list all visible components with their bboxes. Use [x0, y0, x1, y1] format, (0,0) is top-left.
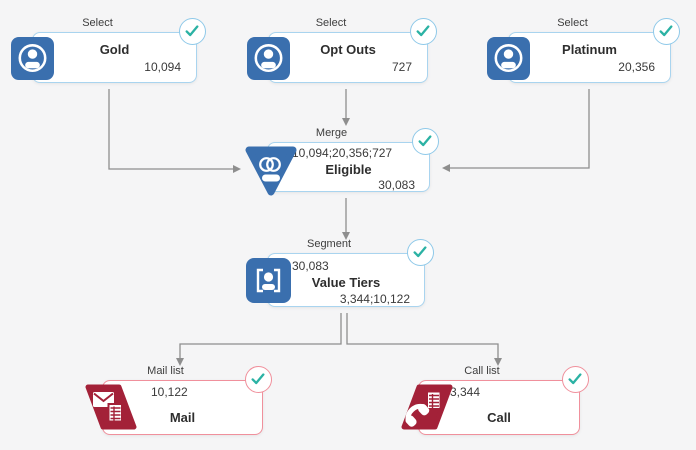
node-type-label: Segment: [306, 238, 352, 250]
node-box[interactable]: Platinum 20,356: [508, 32, 671, 83]
node-eligible[interactable]: Merge 10,094;20,356;727 Eligible 30,083: [245, 127, 439, 196]
node-output-counts: 3,344;10,122: [339, 292, 410, 306]
node-output-count: 20,356: [618, 60, 655, 74]
node-input-count: 30,083: [292, 259, 329, 273]
node-gold[interactable]: Select Gold 10,094: [11, 17, 206, 83]
connector-gold-to-eligible: [108, 89, 233, 170]
node-platinum[interactable]: Select Platinum 20,356: [487, 17, 680, 83]
node-output-count: 727: [391, 60, 412, 74]
success-check-icon: [412, 128, 439, 155]
connector-valuetiers-to-mail: [179, 313, 342, 358]
node-type-label: Call list: [464, 365, 500, 377]
success-check-icon: [179, 18, 206, 45]
node-title: Mail: [169, 409, 196, 425]
success-check-icon: [562, 366, 589, 393]
success-check-icon: [407, 239, 434, 266]
success-check-icon: [653, 18, 680, 45]
node-type-label: Select: [557, 17, 588, 29]
node-type-label: Select: [82, 17, 113, 29]
connector-valuetiers-to-call: [346, 313, 499, 358]
arrowhead: [442, 164, 450, 172]
node-opt-outs[interactable]: Select Opt Outs 727: [247, 17, 437, 83]
node-call[interactable]: Call list 3,344 Call: [401, 365, 589, 435]
segment-audience-icon: [246, 258, 291, 303]
node-title: Value Tiers: [311, 275, 381, 290]
node-box[interactable]: Gold 10,094: [32, 32, 197, 83]
node-title: Platinum: [562, 42, 617, 57]
node-title: Eligible: [325, 162, 372, 177]
node-box[interactable]: Opt Outs 727: [268, 32, 428, 83]
arrowhead: [342, 118, 350, 126]
connector-platinum-to-eligible: [450, 89, 590, 169]
call-list-icon: [401, 384, 453, 430]
select-audience-icon: [247, 37, 290, 80]
node-type-label: Select: [315, 17, 347, 29]
node-value-tiers[interactable]: Segment 30,083 Value Tiers 3,344;10,122: [246, 238, 434, 307]
merge-funnel-icon: [243, 146, 299, 198]
node-title: Call: [487, 409, 511, 425]
node-input-count: 3,344: [450, 385, 481, 399]
node-mail[interactable]: Mail list 10,122 Mail: [85, 365, 272, 435]
node-box[interactable]: 30,083 Value Tiers 3,344;10,122: [267, 253, 425, 307]
select-audience-icon: [487, 37, 530, 80]
arrowhead: [233, 165, 241, 173]
mail-list-icon: [85, 384, 137, 430]
node-input-counts: 10,094;20,356;727: [292, 146, 393, 160]
node-type-label: Merge: [315, 127, 348, 139]
node-type-label: Mail list: [147, 365, 184, 377]
node-title: Opt Outs: [320, 42, 376, 57]
success-check-icon: [245, 366, 272, 393]
select-audience-icon: [11, 37, 54, 80]
node-output-count: 10,094: [144, 60, 181, 74]
node-output-count: 30,083: [378, 178, 415, 192]
success-check-icon: [410, 18, 437, 45]
node-input-count: 10,122: [151, 385, 188, 399]
node-title: Gold: [99, 42, 130, 57]
